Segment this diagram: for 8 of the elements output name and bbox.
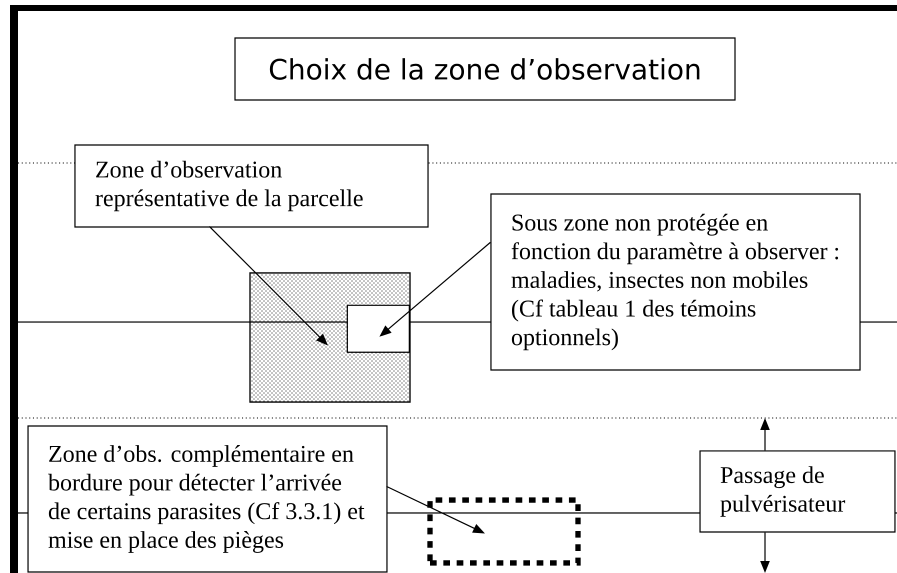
callout-box: Sous zone non protégée en fonction du paramètre à observer : maladies, insectes non mobiles (Cf tableau 1 des témoins optionnels) (490, 193, 861, 371)
callout-box: Zone d’observation représentative de la parcelle (74, 144, 429, 228)
callout-box: Passage de pulvérisateur (699, 450, 896, 533)
sub-zone (346, 304, 410, 353)
stippled-zone (249, 272, 411, 403)
border-zone (427, 497, 581, 566)
callout-box: Zone d’obs. complémentaire en bordure pour détecter l’arrivée de certains parasites (Cf 3.3.1) et mise en place des pièges (27, 425, 388, 573)
title-box: Choix de la zone d’observation (234, 37, 736, 101)
